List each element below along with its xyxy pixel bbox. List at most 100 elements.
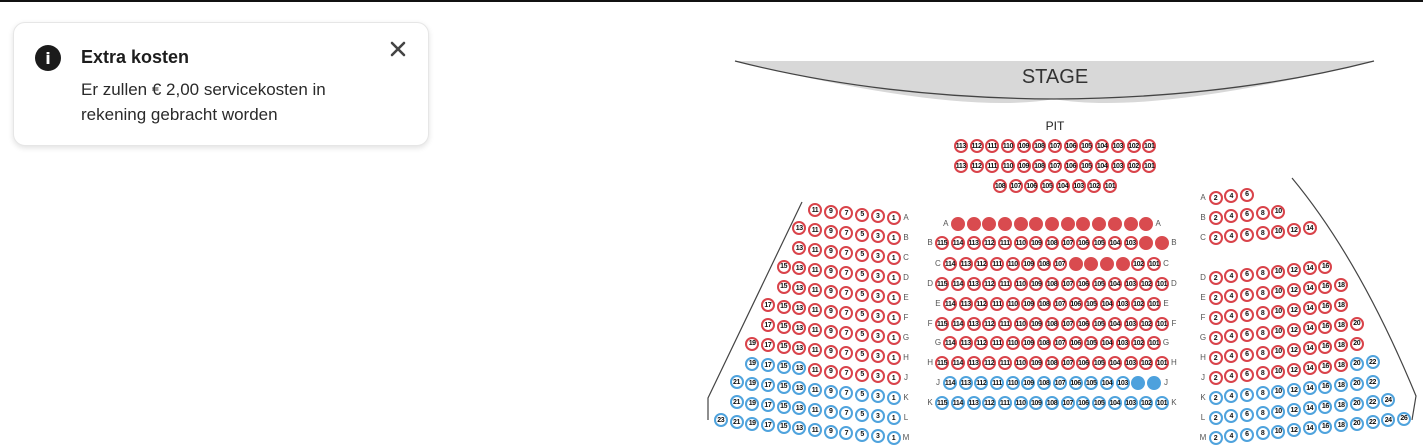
seat[interactable]: 17	[760, 358, 775, 373]
seat[interactable]: 104	[1099, 376, 1114, 390]
seat[interactable]: 4	[1224, 349, 1239, 364]
seat[interactable]: 12	[1287, 403, 1301, 417]
close-icon[interactable]	[386, 37, 410, 61]
seat[interactable]: 1	[886, 431, 901, 445]
seat[interactable]: 110	[1013, 236, 1028, 250]
seat[interactable]: 16	[1318, 259, 1333, 274]
seat[interactable]: 109	[1021, 297, 1036, 311]
seat[interactable]: 3	[870, 249, 885, 264]
seat[interactable]: 101	[1154, 317, 1169, 331]
seat[interactable]	[1147, 376, 1162, 390]
seat[interactable]: 102	[1131, 297, 1146, 311]
seat[interactable]: 22	[1365, 355, 1380, 369]
seat[interactable]: 17	[760, 378, 775, 393]
seat[interactable]: 115	[935, 277, 950, 291]
seat[interactable]: 102	[1131, 257, 1146, 271]
seat[interactable]: 109	[1021, 336, 1036, 350]
seat[interactable]: 15	[776, 259, 791, 274]
seat[interactable]: 2	[1208, 271, 1223, 285]
seat[interactable]: 111	[997, 356, 1012, 370]
seat[interactable]: 19	[745, 336, 760, 351]
seat[interactable]: 4	[1224, 229, 1239, 244]
seat[interactable]: 10	[1271, 224, 1286, 239]
seat[interactable]: 107	[1052, 297, 1067, 311]
seat[interactable]: 15	[776, 319, 791, 334]
seat[interactable]: 8	[1255, 206, 1270, 221]
seat[interactable]: 111	[990, 297, 1005, 311]
seat[interactable]: 108	[1045, 356, 1059, 370]
seat[interactable]: 21	[729, 395, 744, 409]
seat[interactable]: 2	[1208, 411, 1223, 425]
seat[interactable]: 4	[1224, 289, 1239, 304]
seat[interactable]: 107	[1060, 236, 1075, 250]
seat[interactable]: 11	[808, 243, 822, 257]
seat[interactable]: 20	[1349, 356, 1364, 371]
seat[interactable]: 101	[1142, 139, 1157, 153]
seat[interactable]: 102	[1126, 139, 1141, 153]
seat[interactable]: 105	[1092, 396, 1107, 410]
seat[interactable]: 6	[1239, 327, 1254, 342]
seat[interactable]	[1060, 217, 1075, 231]
seat[interactable]: 101	[1154, 356, 1169, 370]
seat[interactable]: 22	[1365, 375, 1380, 389]
seat[interactable]: 6	[1239, 267, 1254, 282]
seat[interactable]: 107	[1052, 336, 1067, 350]
seat[interactable]: 114	[942, 376, 957, 390]
seat[interactable]: 103	[1123, 396, 1138, 410]
seat[interactable]: 12	[1287, 223, 1301, 237]
seat[interactable]: 17	[760, 418, 775, 433]
seat[interactable]: 108	[1037, 376, 1052, 390]
seat[interactable]: 12	[1287, 283, 1301, 297]
seat[interactable]: 104	[1107, 277, 1122, 291]
seat[interactable]: 2	[1208, 211, 1223, 225]
seat[interactable]: 112	[969, 139, 984, 153]
seat[interactable]	[1115, 257, 1130, 271]
seat[interactable]: 1	[886, 391, 901, 405]
seat[interactable]: 11	[808, 223, 822, 237]
seat[interactable]: 106	[1068, 376, 1083, 390]
seat[interactable]: 7	[839, 286, 854, 301]
seat[interactable]: 17	[760, 298, 775, 313]
seat[interactable]: 111	[990, 257, 1005, 271]
seat[interactable]: 107	[1008, 179, 1023, 193]
seat[interactable]: 107	[1060, 277, 1075, 291]
seat[interactable]: 15	[776, 379, 791, 394]
seat[interactable]: 5	[855, 367, 870, 382]
seat[interactable]: 114	[950, 236, 965, 250]
seat[interactable]: 109	[1029, 317, 1044, 331]
seat[interactable]: 1	[886, 371, 901, 385]
seat[interactable]: 5	[855, 307, 870, 322]
seat[interactable]: 15	[776, 359, 791, 374]
seat[interactable]: 21	[729, 375, 744, 389]
seat[interactable]: 11	[808, 203, 822, 217]
seat[interactable]: 15	[776, 419, 791, 434]
seat[interactable]: 13	[792, 341, 807, 356]
seat[interactable]: 12	[1287, 343, 1301, 357]
seat[interactable]: 3	[870, 409, 885, 424]
seat[interactable]: 104	[1107, 317, 1122, 331]
seat[interactable]: 11	[808, 323, 822, 337]
seat[interactable]: 15	[776, 299, 791, 314]
seat[interactable]: 13	[792, 221, 807, 236]
seat[interactable]: 7	[839, 346, 854, 361]
seat[interactable]: 109	[1029, 236, 1044, 250]
seat[interactable]: 108	[993, 179, 1008, 193]
seat[interactable]: 107	[1060, 356, 1075, 370]
seat[interactable]: 5	[855, 427, 870, 442]
seat[interactable]: 104	[1095, 159, 1110, 173]
seat[interactable]: 14	[1302, 421, 1317, 436]
seat[interactable]: 2	[1208, 391, 1223, 405]
seat[interactable]: 18	[1334, 278, 1349, 293]
seat[interactable]: 17	[760, 338, 775, 353]
seat[interactable]: 9	[823, 224, 838, 239]
seat[interactable]: 104	[1107, 396, 1122, 410]
seat[interactable]: 16	[1318, 339, 1333, 354]
seat[interactable]: 102	[1131, 336, 1146, 350]
seat[interactable]: 108	[1045, 277, 1059, 291]
seat[interactable]: 115	[935, 317, 950, 331]
seat[interactable]: 113	[953, 139, 968, 153]
seat[interactable]: 108	[1032, 159, 1047, 173]
seat[interactable]: 108	[1045, 236, 1059, 250]
seat[interactable]: 16	[1318, 399, 1333, 414]
seat[interactable]: 108	[1045, 396, 1059, 410]
